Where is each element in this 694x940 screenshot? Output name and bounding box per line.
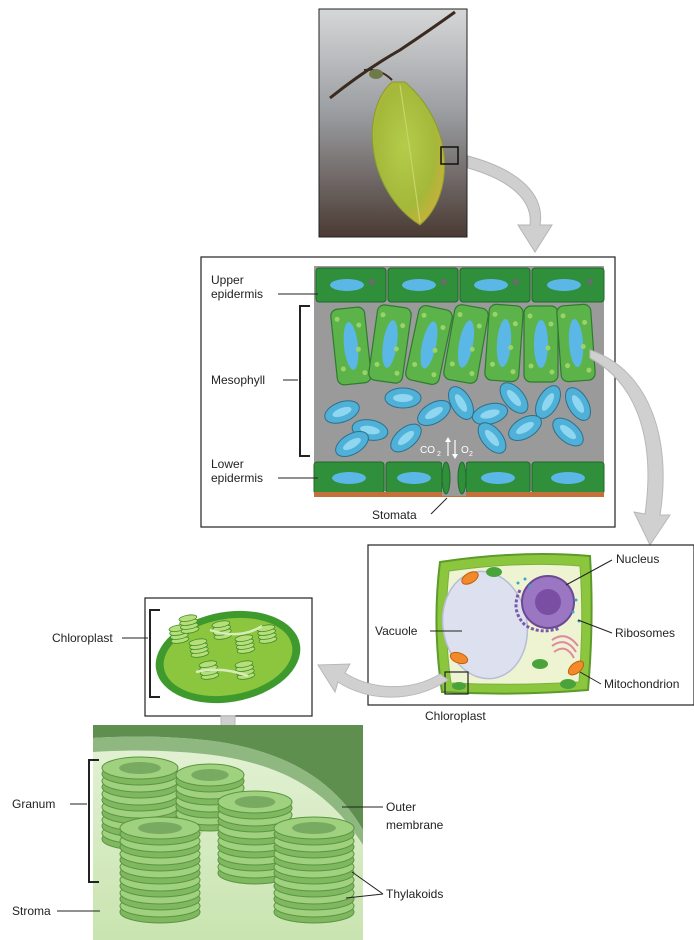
cell-nucleus xyxy=(330,279,364,291)
granum-label: Granum xyxy=(12,797,55,811)
granum-stack xyxy=(120,817,200,923)
palisade-cell xyxy=(556,304,595,382)
thylakoids-label: Thylakoids xyxy=(386,887,443,901)
palisade-cell xyxy=(484,304,523,382)
o2-label: O xyxy=(461,445,469,456)
palisade-cell xyxy=(524,306,558,382)
nucleus-label: Nucleus xyxy=(616,552,659,566)
cell-nucleus xyxy=(474,279,508,291)
chloroplast-cell-label: Chloroplast xyxy=(425,709,486,723)
leaf-photo xyxy=(319,9,467,237)
chloroplast-dot xyxy=(546,346,551,351)
lower-epidermis-label: Lower xyxy=(211,457,244,471)
cell-nucleus xyxy=(547,279,581,291)
outer-membrane-label-line2: membrane xyxy=(386,818,444,832)
co2-label: CO xyxy=(420,445,435,456)
palisade-cell xyxy=(330,306,372,385)
chloroplast-detail-panel: Chloroplast xyxy=(52,598,312,716)
o2-subscript: 2 xyxy=(469,451,473,458)
co2-subscript: 2 xyxy=(437,451,441,458)
arrow-photo-to-section xyxy=(468,156,552,252)
thylakoid-lumen xyxy=(191,769,228,781)
spongy-vacuole xyxy=(393,394,413,402)
plant-cell-panel: Nucleus Vacuole Ribosomes Mitochondrion … xyxy=(368,545,694,723)
cell-nucleus xyxy=(397,472,431,484)
mitochondrion-label: Mitochondrion xyxy=(604,677,679,691)
cell-nucleus xyxy=(402,279,436,291)
guard-cell xyxy=(442,462,450,494)
outer-membrane-label: Outer xyxy=(386,800,416,814)
granum-stack xyxy=(274,817,354,923)
mesophyll-label: Mesophyll xyxy=(211,373,265,387)
cell-dot xyxy=(441,279,447,285)
cell-nucleus xyxy=(332,472,366,484)
cell-dot xyxy=(587,279,593,285)
cell-dot xyxy=(369,279,375,285)
cell-nucleus xyxy=(551,472,585,484)
thylakoid-lumen xyxy=(138,822,182,834)
thylakoid-lumen xyxy=(292,822,336,834)
cell-nucleus xyxy=(481,472,515,484)
chloroplast-detail-label: Chloroplast xyxy=(52,631,113,645)
chloroplast-dot xyxy=(528,314,533,319)
stroma-label: Stroma xyxy=(12,904,51,918)
chloroplast-dot xyxy=(529,364,534,369)
thylakoid-lumen xyxy=(119,762,161,774)
lower-epidermis-label-line2: epidermis xyxy=(211,471,263,485)
vacuole-label: Vacuole xyxy=(375,624,418,638)
upper-epidermis-label-line2: epidermis xyxy=(211,287,263,301)
thylakoid-lumen xyxy=(235,796,276,808)
cell-dot xyxy=(513,279,519,285)
chloroplast-dot xyxy=(549,322,554,327)
stomata-label: Stomata xyxy=(372,508,417,522)
upper-epidermis-label: Upper xyxy=(211,273,244,287)
guard-cell xyxy=(458,462,466,494)
thylakoid-panel: Granum Stroma Outer membrane Thylakoids xyxy=(12,725,444,940)
leaf-cross-section: Upper epidermis Mesophyll Lower epidermi… xyxy=(201,257,615,527)
palisade-vacuole xyxy=(534,320,548,368)
chloroplast-dot xyxy=(550,370,555,375)
ribosomes-label: Ribosomes xyxy=(615,626,675,640)
